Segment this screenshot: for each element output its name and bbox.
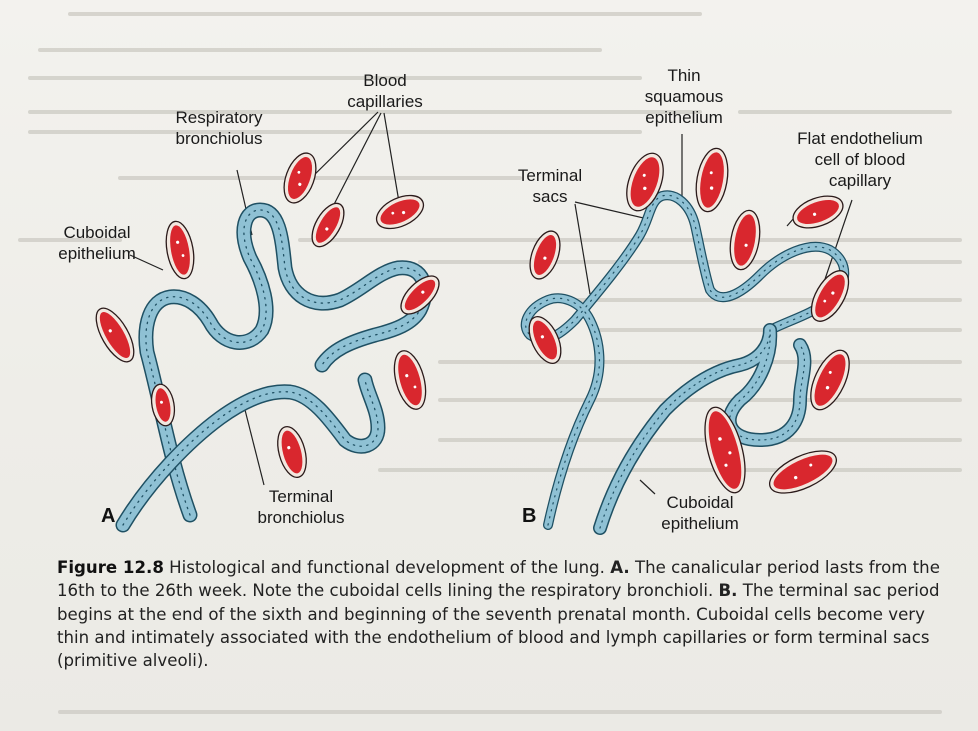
label-respiratory-bronchiolus: Respiratory bronchiolus	[163, 107, 275, 149]
panel-label-a: A	[101, 505, 115, 528]
label-thin-squamous-epithelium: Thin squamous epithelium	[632, 65, 736, 128]
capillary	[389, 347, 432, 412]
label-cuboidal-epithelium-a: Cuboidal epithelium	[45, 222, 149, 264]
panel-label-b: B	[522, 505, 536, 528]
capillary	[89, 303, 142, 368]
capillary	[162, 219, 198, 281]
capillary	[620, 148, 671, 215]
label-terminal-sacs: Terminal sacs	[506, 165, 594, 207]
capillary	[764, 442, 843, 501]
capillary	[371, 189, 428, 236]
capillary	[524, 227, 566, 283]
label-terminal-bronchiolus: Terminal bronchiolus	[245, 486, 357, 528]
capillary	[306, 198, 351, 252]
caption-intro: Histological and functional development …	[164, 558, 610, 577]
capillary	[278, 149, 322, 207]
capillary	[789, 190, 847, 234]
figure-caption: Figure 12.8 Histological and functional …	[57, 556, 947, 672]
caption-marker-b: B.	[719, 581, 738, 600]
figure-number: Figure 12.8	[57, 558, 164, 577]
capillary	[273, 424, 312, 481]
label-cuboidal-epithelium-b: Cuboidal epithelium	[648, 492, 752, 534]
capillary	[697, 403, 753, 497]
capillary	[692, 146, 733, 214]
label-flat-endothelium: Flat endothelium cell of blood capillary	[790, 128, 930, 191]
capillary	[726, 208, 764, 272]
caption-marker-a: A.	[610, 558, 629, 577]
label-blood-capillaries: Blood capillaries	[337, 70, 433, 112]
